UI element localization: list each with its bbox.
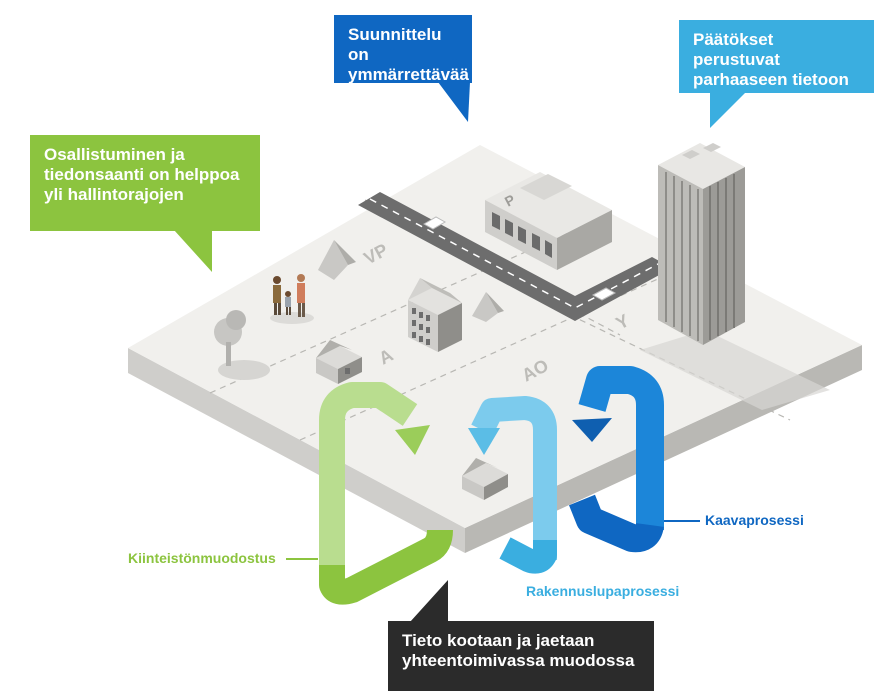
car-1	[422, 216, 447, 230]
bubble-paatokset-text: Päätökset perustuvat parhaaseen tietoon	[693, 30, 849, 89]
house-under-loop	[462, 458, 508, 500]
parking-building	[485, 172, 612, 270]
family-figures	[270, 274, 314, 324]
small-house	[316, 340, 362, 384]
tree-deciduous	[214, 310, 270, 380]
bubble-tieto-tail	[410, 580, 448, 622]
platform-side-left	[128, 348, 465, 553]
tree-conifer-2	[472, 292, 504, 322]
bubble-tieto-text: Tieto kootaan ja jaetaan yhteentoimivass…	[402, 631, 635, 670]
office-tower	[640, 143, 830, 410]
kaavaprosessi-loop	[569, 366, 664, 553]
bubble-suunnittelu: Suunnittelu on ymmärrettävää	[334, 15, 472, 84]
bubble-osallistuminen-text: Osallistuminen ja tiedonsaanti on helppo…	[44, 145, 240, 204]
apartment-block	[408, 278, 462, 352]
label-kaavaprosessi: Kaavaprosessi	[705, 512, 804, 528]
platform-top	[128, 145, 862, 528]
bubble-tieto: Tieto kootaan ja jaetaan yhteentoimivass…	[388, 621, 654, 691]
tree-conifer-1	[318, 240, 356, 280]
bubble-paatokset-tail	[710, 92, 746, 128]
label-kiinteistonmuodostus: Kiinteistönmuodostus	[128, 550, 276, 566]
bubble-suunnittelu-text: Suunnittelu on ymmärrettävää	[348, 25, 469, 84]
kiinteistonmuodostus-loop	[319, 382, 453, 605]
rakennuslupaprosessi-loop	[468, 396, 557, 574]
label-rakennuslupaprosessi: Rakennuslupaprosessi	[526, 583, 680, 599]
bubble-osallistuminen: Osallistuminen ja tiedonsaanti on helppo…	[30, 135, 260, 231]
bubble-osallistuminen-tail	[174, 230, 212, 272]
car-2	[591, 287, 617, 301]
bubble-suunnittelu-tail	[438, 82, 470, 122]
bubble-paatokset: Päätökset perustuvat parhaaseen tietoon	[679, 20, 874, 93]
